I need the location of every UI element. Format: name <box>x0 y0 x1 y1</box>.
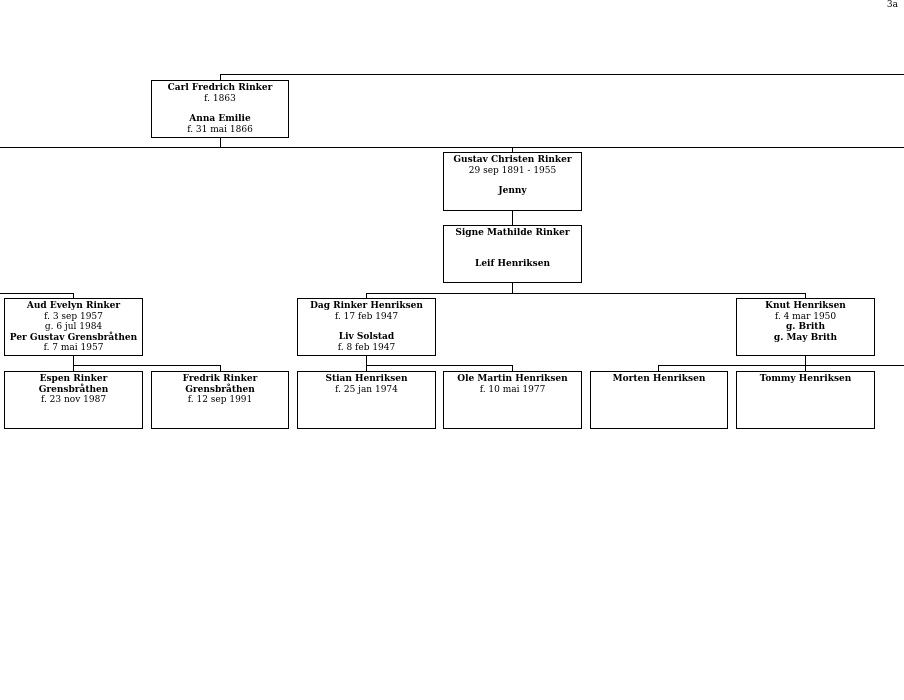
connector-line <box>512 147 513 152</box>
connector-line <box>73 365 221 366</box>
spouse-name: Jenny <box>498 186 527 196</box>
spouse-name: Liv Solstad <box>338 332 395 342</box>
person-box-morten[interactable]: Morten Henriksen <box>590 371 728 429</box>
person-name: Ole Martin Henriksen <box>457 374 568 384</box>
person-box-tommy[interactable]: Tommy Henriksen <box>736 371 875 429</box>
connector-line <box>73 365 74 371</box>
connector-line <box>220 74 221 80</box>
life-dates: 29 sep 1891 - 1955 <box>468 165 557 176</box>
birth-date: f. 12 sep 1991 <box>187 395 253 405</box>
person-box-fredrik[interactable]: Fredrik Rinker Grensbråthen f. 12 sep 19… <box>151 371 289 429</box>
person-name: Carl Fredrich Rinker <box>167 83 273 93</box>
spouse-birth-date: f. 8 feb 1947 <box>337 342 396 353</box>
spouse-birth-date: f. 7 mai 1957 <box>43 343 104 353</box>
connector-line <box>366 355 367 365</box>
person-box-aud[interactable]: Aud Evelyn Rinker f. 3 sep 1957 g. 6 jul… <box>4 298 143 356</box>
marriage-spouse-2: g. May Brith <box>773 332 838 343</box>
connector-line <box>512 210 513 225</box>
person-name: Fredrik Rinker Grensbråthen <box>182 374 258 395</box>
birth-date: f. 10 mai 1977 <box>479 384 546 395</box>
connector-line <box>366 365 367 371</box>
birth-date: f. 17 feb 1947 <box>334 311 399 322</box>
connector-line <box>220 137 221 147</box>
connector-line <box>805 365 806 371</box>
connector-line <box>0 293 74 294</box>
person-box-signe[interactable]: Signe Mathilde Rinker Leif Henriksen <box>443 225 582 283</box>
person-box-dag[interactable]: Dag Rinker Henriksen f. 17 feb 1947 Liv … <box>297 298 436 356</box>
person-name: Stian Henriksen <box>325 374 408 384</box>
person-name: Signe Mathilde Rinker <box>455 228 570 238</box>
birth-date: f. 4 mar 1950 <box>774 311 837 322</box>
connector-line <box>658 365 659 371</box>
connector-line <box>805 293 806 298</box>
connector-line <box>73 355 74 365</box>
connector-line <box>366 293 367 298</box>
birth-date: f. 25 jan 1974 <box>335 384 398 395</box>
connector-line <box>658 365 904 366</box>
person-box-knut[interactable]: Knut Henriksen f. 4 mar 1950 g. Brith g.… <box>736 298 875 356</box>
person-box-ole[interactable]: Ole Martin Henriksen f. 10 mai 1977 <box>443 371 582 429</box>
person-name: Morten Henriksen <box>612 374 706 384</box>
connector-line <box>366 293 806 294</box>
person-name: Espen Rinker Grensbråthen <box>38 374 109 395</box>
spouse-name: Leif Henriksen <box>475 258 550 269</box>
person-box-carl[interactable]: Carl Fredrich Rinker f. 1863 Anna Emilie… <box>151 80 289 138</box>
connector-line <box>512 282 513 293</box>
connector-line <box>220 365 221 371</box>
person-name: Aud Evelyn Rinker <box>26 301 121 311</box>
person-name: Gustav Christen Rinker <box>453 155 572 165</box>
person-box-gustav[interactable]: Gustav Christen Rinker 29 sep 1891 - 195… <box>443 152 582 211</box>
person-name: Dag Rinker Henriksen <box>310 301 423 311</box>
connector-line <box>73 293 74 298</box>
connector-line <box>366 365 513 366</box>
birth-date: f. 23 nov 1987 <box>40 395 107 405</box>
person-name: Knut Henriksen <box>765 301 846 311</box>
spouse-name: Per Gustav Grensbråthen <box>9 332 138 343</box>
connector-line <box>0 147 904 148</box>
connector-line <box>512 365 513 371</box>
page-number: 3a <box>886 0 898 10</box>
person-box-espen[interactable]: Espen Rinker Grensbråthen f. 23 nov 1987 <box>4 371 143 429</box>
connector-line <box>805 355 806 365</box>
spouse-birth-date: f. 31 mai 1866 <box>187 124 253 135</box>
spouse-name: Anna Emilie <box>189 114 251 124</box>
marriage-spouse-1: g. Brith <box>785 322 826 332</box>
person-name: Tommy Henriksen <box>759 374 852 384</box>
birth-date: f. 1863 <box>204 93 236 104</box>
person-box-stian[interactable]: Stian Henriksen f. 25 jan 1974 <box>297 371 436 429</box>
marriage-date: g. 6 jul 1984 <box>44 322 103 332</box>
connector-line <box>220 74 904 75</box>
birth-date: f. 3 sep 1957 <box>44 311 103 322</box>
